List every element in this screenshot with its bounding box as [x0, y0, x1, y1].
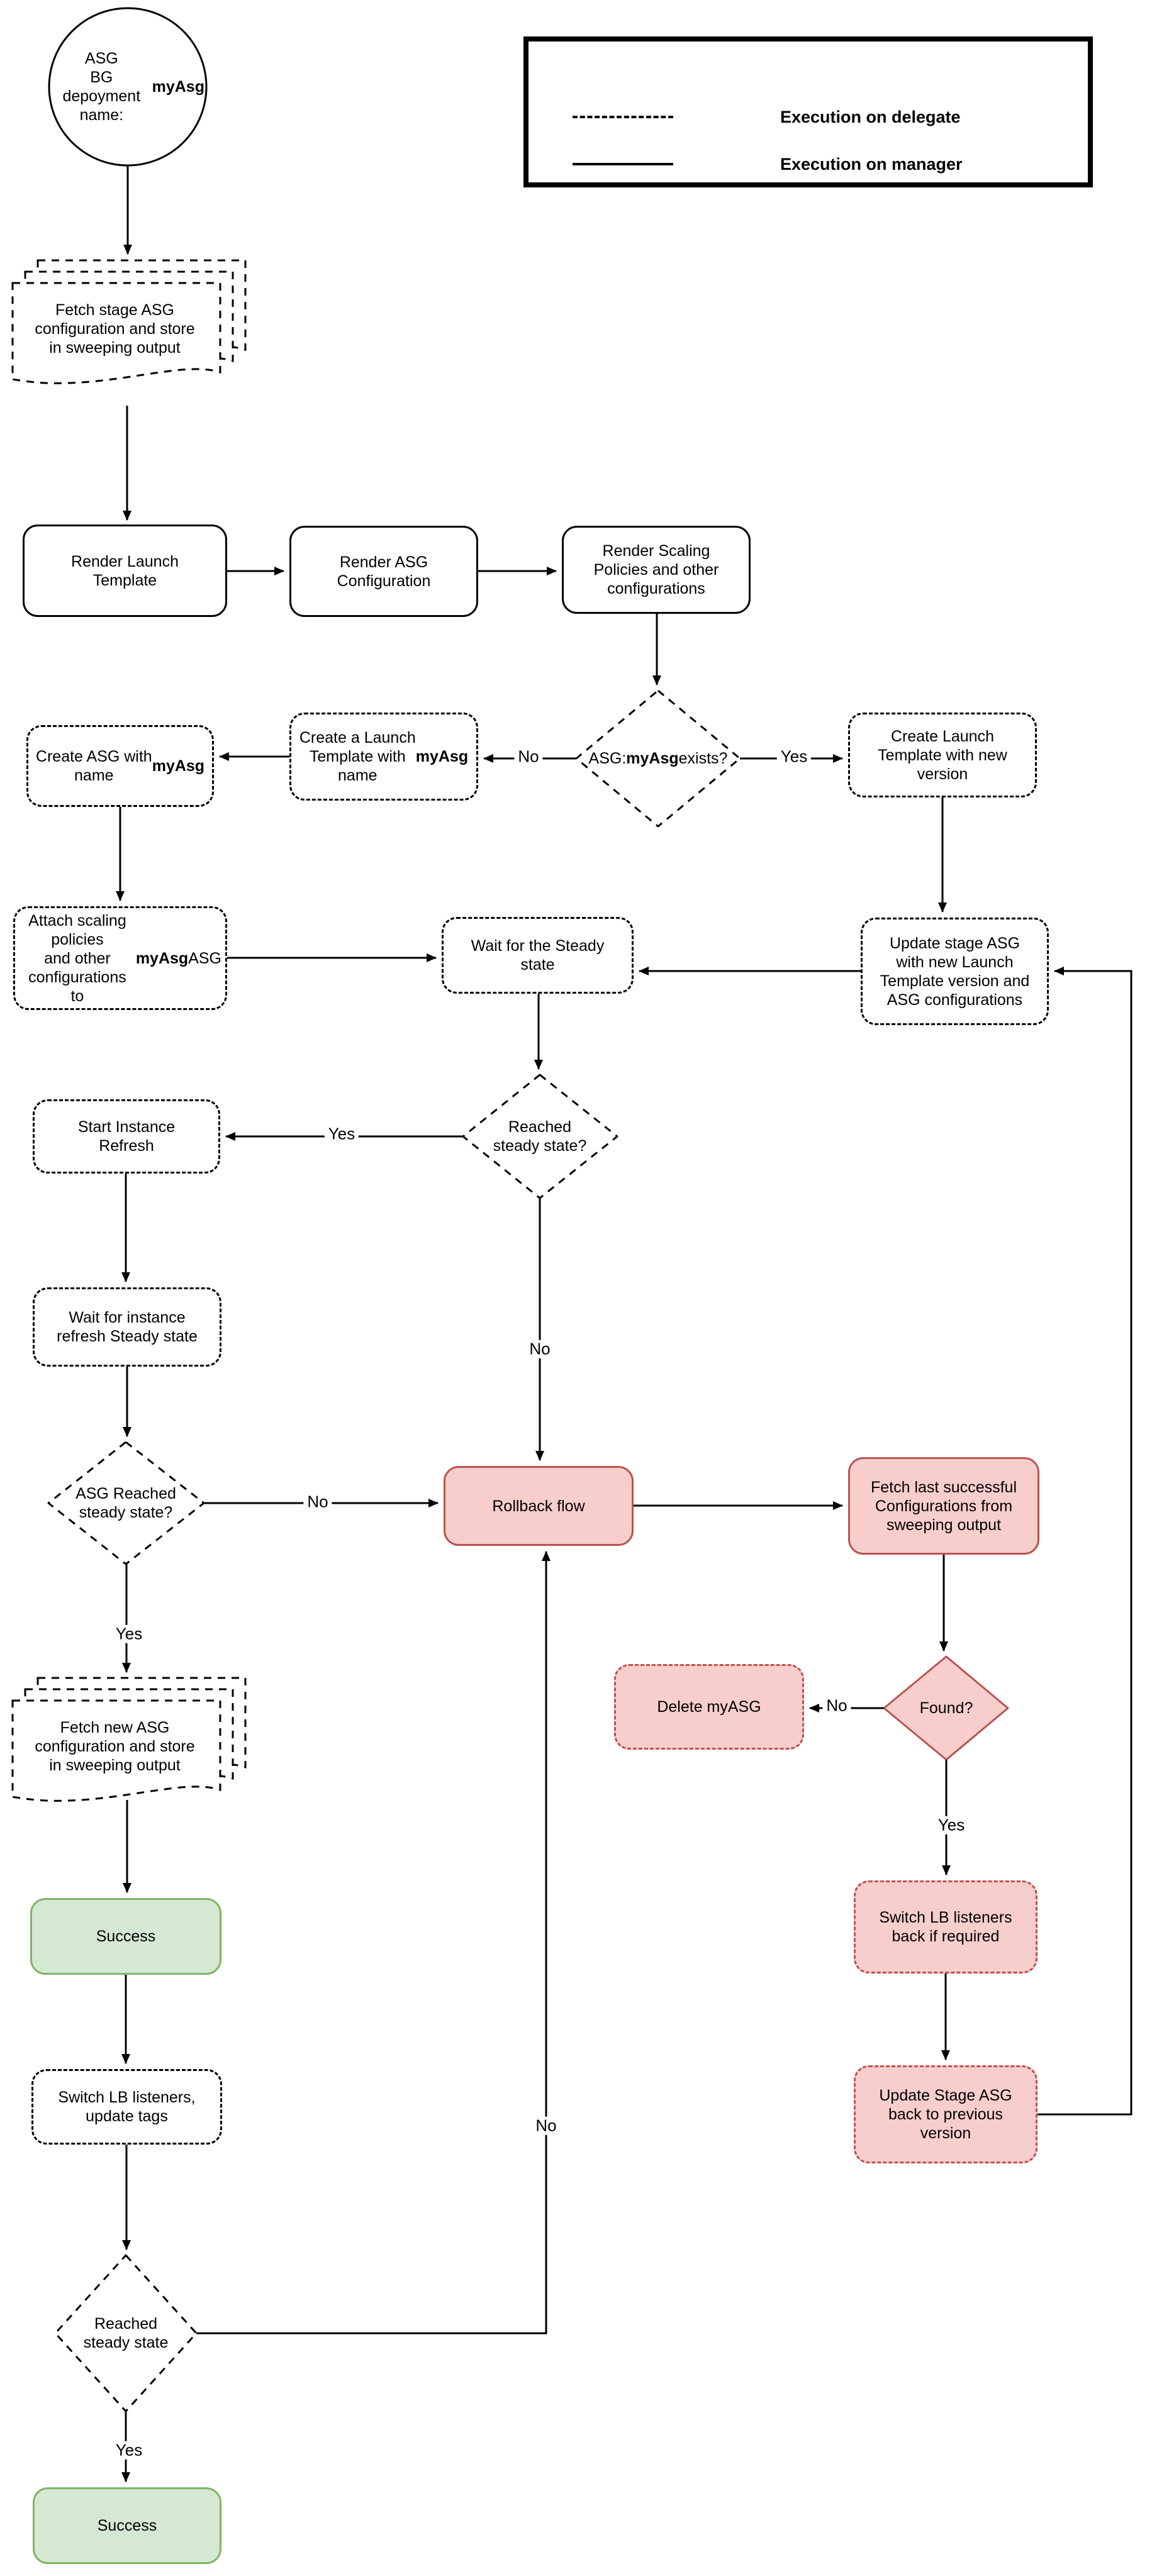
edge-label-yes: Yes: [111, 1625, 147, 1643]
edge-label-no: No: [532, 2117, 561, 2135]
edge-label-no: No: [514, 748, 543, 766]
decision-asg-exists: [575, 689, 741, 828]
edge-label-yes: Yes: [324, 1125, 359, 1143]
node-wait-for-steady-state: Wait for the Steady state: [442, 917, 634, 994]
node-reached-steady-question: Reached steady state?: [493, 1118, 587, 1155]
document-fetch-stage: [11, 259, 247, 384]
node-attach-scaling-policies: Attach scaling policies and other config…: [13, 906, 227, 1010]
legend-row-delegate: Execution on delegate: [528, 104, 1088, 130]
legend: Execution on delegate Execution on manag…: [523, 36, 1093, 187]
dashed-line-sample: [573, 116, 673, 118]
node-switch-lb-listeners: Switch LB listeners, update tags: [31, 2069, 222, 2145]
edge-label-no: No: [822, 1697, 851, 1715]
node-create-asg: Create ASG with name myAsg: [26, 725, 214, 807]
node-success-final: Success: [33, 2487, 221, 2564]
solid-line-sample: [573, 163, 673, 165]
node-wait-instance-refresh: Wait for instance refresh Steady state: [33, 1287, 221, 1367]
node-reached-steady-final-question: Reached steady state: [83, 2315, 169, 2351]
node-switch-lb-listeners-back: Switch LB listeners back if required: [854, 1880, 1037, 1974]
legend-manager-label: Execution on manager: [780, 155, 963, 174]
node-create-launch-template-new-version: Create Launch Template with new version: [848, 713, 1037, 797]
node-asg-reached-steady-question: ASG Reached steady state?: [75, 1485, 176, 1521]
node-render-asg-configuration: Render ASG Configuration: [289, 526, 478, 617]
node-delete-myasg: Delete myASG: [614, 1664, 804, 1750]
node-asg-exists-question: ASG: myAsg exists?: [588, 750, 728, 767]
edge-label-no: No: [303, 1493, 332, 1511]
node-render-scaling-policies: Render Scaling Policies and other config…: [562, 526, 751, 614]
node-fetch-new-config: Fetch new ASG configuration and store in…: [35, 1718, 195, 1774]
node-success: Success: [30, 1898, 221, 1975]
edge-label-yes: Yes: [934, 1816, 969, 1835]
legend-row-manager: Execution on manager: [528, 152, 1088, 177]
connectors: [116, 165, 1132, 2482]
node-render-launch-template: Render Launch Template: [23, 525, 227, 617]
node-start-instance-refresh: Start Instance Refresh: [33, 1099, 220, 1174]
node-start: ASG BG depoyment name: myAsg: [62, 50, 204, 124]
document-fetch-new: [11, 1677, 247, 1802]
edge-label-yes: Yes: [776, 748, 812, 766]
node-fetch-stage-config: Fetch stage ASG configuration and store …: [35, 301, 195, 357]
edge-label-yes: Yes: [111, 2441, 147, 2460]
node-fetch-last-successful-config: Fetch last successful Configurations fro…: [848, 1457, 1039, 1555]
edge-label-no: No: [525, 1340, 554, 1358]
node-update-stage-asg: Update stage ASG with new Launch Templat…: [861, 918, 1049, 1025]
legend-delegate-label: Execution on delegate: [780, 108, 961, 126]
node-rollback-flow: Rollback flow: [444, 1466, 634, 1546]
node-found-question: Found?: [919, 1699, 973, 1717]
node-update-stage-asg-back: Update Stage ASG back to previous versio…: [854, 2065, 1037, 2163]
node-create-launch-template-named: Create a Launch Template with name myAsg: [289, 713, 478, 801]
